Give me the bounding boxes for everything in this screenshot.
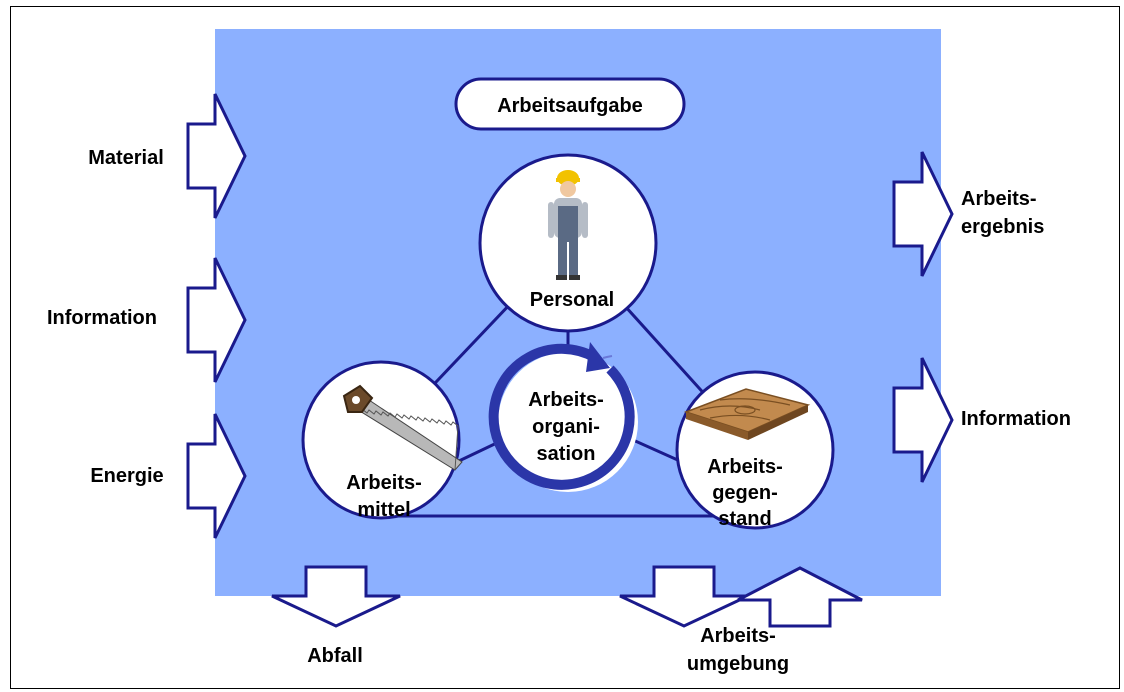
cycle-arrow-icon <box>488 342 635 490</box>
input-arrow-information <box>186 257 247 383</box>
wood-plank-icon <box>683 388 811 440</box>
input-label-information: Information <box>47 307 157 329</box>
arbeitsorganisation-label-2: organi- <box>532 416 600 438</box>
output-arrow-information <box>892 357 954 483</box>
waste-label: Abfall <box>307 645 363 667</box>
arbeitsgegenstand-label-1: Arbeits- <box>707 456 783 478</box>
title-box <box>454 77 686 131</box>
output-label-ergebnis-2: ergebnis <box>961 216 1044 238</box>
personal-circle <box>478 153 658 333</box>
arbeitsgegenstand-label-3: stand <box>718 508 771 530</box>
output-label-ergebnis-1: Arbeits- <box>961 188 1037 210</box>
arbeitsgegenstand-label-2: gegen- <box>712 482 778 504</box>
personal-label: Personal <box>530 289 614 311</box>
output-label-information: Information <box>961 408 1071 430</box>
input-label-energie: Energie <box>90 465 163 487</box>
waste-arrow <box>271 565 401 628</box>
arbeitsmittel-label-2: mittel <box>357 499 410 521</box>
arbeitsmittel-label-1: Arbeits- <box>346 472 422 494</box>
output-arrow-ergebnis <box>892 151 954 277</box>
input-arrow-material <box>186 93 247 219</box>
environment-arrow-out <box>619 565 749 628</box>
environment-label-1: Arbeits- <box>700 625 776 647</box>
worker-icon <box>548 170 588 280</box>
environment-arrow-in <box>737 566 863 628</box>
environment-label-2: umgebung <box>687 653 789 675</box>
arbeitsorganisation-label-3: sation <box>537 443 596 465</box>
arbeitsorganisation-circle <box>498 352 638 492</box>
input-label-material: Material <box>88 147 164 169</box>
input-arrow-energie <box>186 413 247 539</box>
arbeitsorganisation-label-1: Arbeits- <box>528 389 604 411</box>
saw-icon <box>342 384 463 471</box>
title-label: Arbeitsaufgabe <box>497 95 643 117</box>
diagram-frame <box>10 6 1120 689</box>
arbeitsmittel-circle <box>301 360 461 520</box>
